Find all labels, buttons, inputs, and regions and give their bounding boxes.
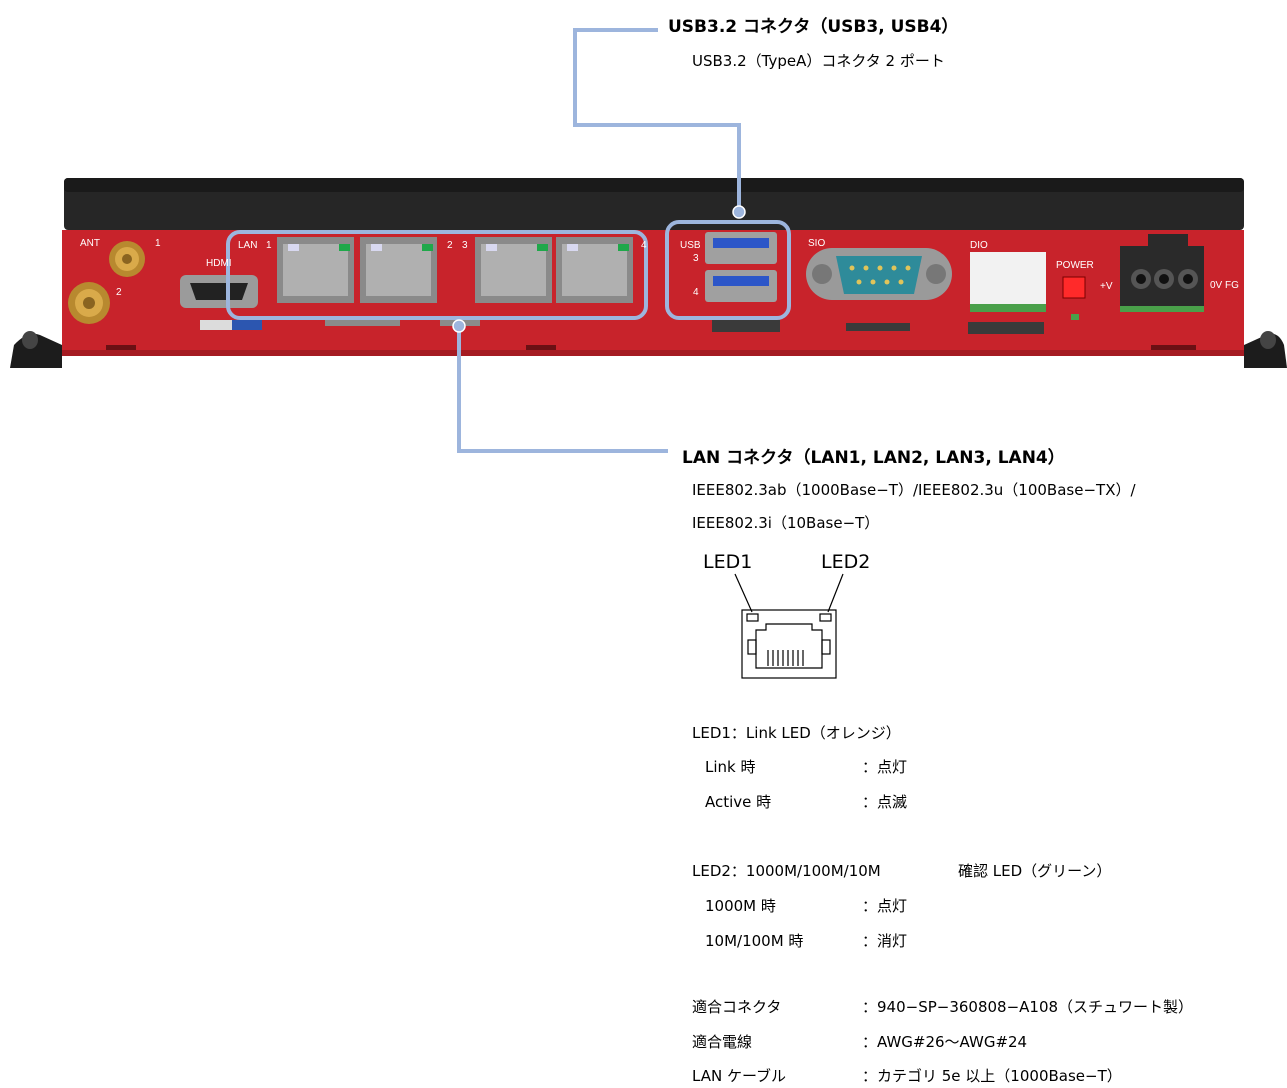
dc-power-terminal bbox=[1120, 234, 1204, 312]
rj45-led-diagram bbox=[734, 573, 844, 679]
usb-callout-line bbox=[573, 28, 741, 210]
lan-2-label: 2 bbox=[447, 240, 453, 251]
power-label: POWER bbox=[1056, 260, 1094, 271]
usb-connector-description: USB3.2（TypeA）コネクタ 2 ポート bbox=[692, 52, 945, 70]
usb-connector-title: USB3.2 コネクタ（USB3, USB4） bbox=[668, 17, 959, 37]
lan-spec-line-2: IEEE802.3i（10Base−T） bbox=[692, 514, 880, 532]
lan-connector-title: LAN コネクタ（LAN1, LAN2, LAN3, LAN4） bbox=[682, 448, 1065, 468]
led2-row-value: ：消灯 bbox=[862, 932, 908, 950]
antenna-connector-2 bbox=[68, 282, 110, 324]
lan-4-label: 4 bbox=[641, 240, 647, 251]
sio-label: SIO bbox=[808, 238, 826, 249]
ant-1-label: 1 bbox=[155, 238, 161, 249]
led1-heading: LED1：Link LED（オレンジ） bbox=[692, 724, 901, 742]
led1-row-label: Active 時 bbox=[705, 793, 772, 811]
right-foot bbox=[1244, 333, 1287, 368]
spec-row-label: 適合電線 bbox=[692, 1033, 753, 1051]
serial-db9-connector bbox=[806, 248, 952, 331]
led2-callout-label: LED2 bbox=[821, 551, 871, 573]
led2-row-value: ：点灯 bbox=[862, 897, 908, 915]
led2-row-label: 1000M 時 bbox=[705, 897, 776, 915]
hdmi-label: HDMI bbox=[206, 258, 232, 269]
heatsink bbox=[64, 178, 1244, 230]
led1-row-label: Link 時 bbox=[705, 758, 756, 776]
usb-label: USB bbox=[680, 240, 701, 251]
led2-heading-left: LED2：1000M/100M/10M bbox=[692, 862, 881, 880]
usb-port-4 bbox=[705, 270, 777, 302]
dio-connector bbox=[968, 252, 1046, 334]
usb-4-label: 4 bbox=[693, 287, 699, 298]
spec-row-value: ：カテゴリ 5e 以上（1000Base−T） bbox=[862, 1067, 1122, 1085]
lan-label: LAN bbox=[238, 240, 258, 251]
led2-row-label: 10M/100M 時 bbox=[705, 932, 804, 950]
led2-heading-right: 確認 LED（グリーン） bbox=[958, 862, 1112, 880]
lan-spec-line-1: IEEE802.3ab（1000Base−T）/IEEE802.3u（100Ba… bbox=[692, 481, 1136, 499]
ant-2-label: 2 bbox=[116, 287, 122, 298]
hdmi-port bbox=[180, 275, 262, 330]
lan-highlight-box bbox=[226, 230, 648, 320]
lan-3-label: 3 bbox=[462, 240, 468, 251]
spec-row-label: LAN ケーブル bbox=[692, 1067, 787, 1085]
lan-callout-line bbox=[457, 328, 668, 453]
led1-row-value: ：点滅 bbox=[862, 793, 908, 811]
usb-3-label: 3 bbox=[693, 253, 699, 264]
usb-port-3 bbox=[705, 232, 777, 264]
lan-port-4 bbox=[556, 237, 633, 303]
ov-fg-label: 0V FG bbox=[1210, 280, 1239, 291]
power-led bbox=[1062, 276, 1086, 299]
dio-label: DIO bbox=[970, 240, 988, 251]
spec-row-value: ：AWG#26〜AWG#24 bbox=[862, 1033, 1028, 1051]
antenna-connector-1 bbox=[109, 241, 145, 277]
ant-label: ANT bbox=[80, 238, 100, 249]
spec-row-value: ：940−SP−360808−A108（スチュワート製） bbox=[862, 998, 1194, 1016]
usb-highlight-box bbox=[665, 220, 791, 320]
lan-1-label: 1 bbox=[266, 240, 272, 251]
plus-v-label: +V bbox=[1100, 281, 1113, 292]
led1-callout-label: LED1 bbox=[703, 551, 753, 573]
spec-row-label: 適合コネクタ bbox=[692, 998, 782, 1016]
lan-port-3 bbox=[475, 237, 552, 303]
lan-port-2 bbox=[360, 237, 437, 303]
led1-row-value: ：点灯 bbox=[862, 758, 908, 776]
lan-port-1 bbox=[277, 237, 354, 303]
front-panel bbox=[62, 230, 1244, 356]
